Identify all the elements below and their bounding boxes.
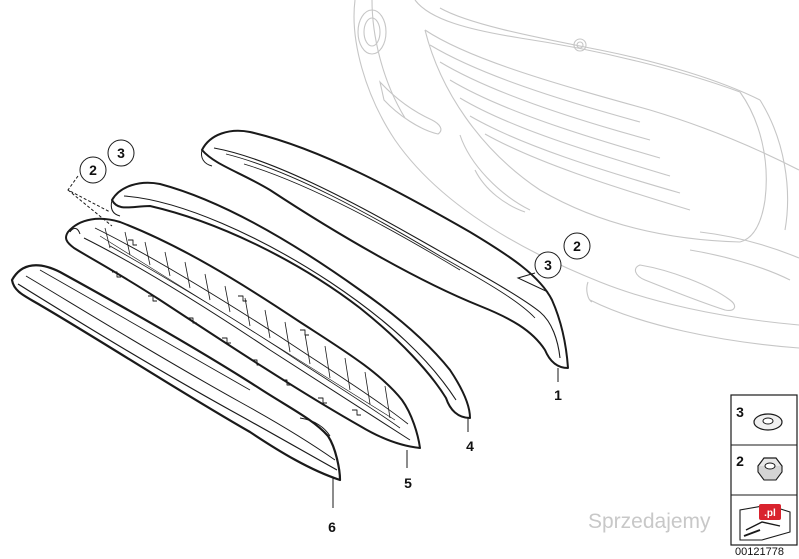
callout-part-5: 5: [404, 475, 412, 491]
grille-slats: [104, 227, 391, 419]
legend-number-washer: 3: [736, 404, 744, 420]
grille-clips: [112, 239, 361, 416]
fastener-legend: 3 2 .pl: [730, 394, 798, 546]
bubble-left-2: 3: [117, 145, 125, 161]
part-5-front-grille: [65, 217, 421, 449]
part-6-lower-trim-strip: [10, 264, 342, 482]
washer-icon: [753, 413, 783, 431]
watermark-badge-icon: [759, 504, 781, 520]
watermark-badge-text: .pl: [764, 508, 776, 519]
nut-icon: [757, 457, 783, 481]
leader-lines: [67, 175, 559, 508]
watermark-text: Sprzedajemy: [588, 510, 711, 533]
car-front-outline: [353, 0, 799, 349]
document-id: 00121778: [735, 546, 784, 558]
callout-part-6: 6: [328, 519, 336, 535]
legend-number-nut: 2: [736, 453, 744, 469]
bubble-right-1: 3: [544, 257, 552, 273]
bubbles-right: 3 2: [534, 232, 591, 279]
leader-left-fasteners: [67, 175, 113, 227]
bubble-right-2: 2: [573, 238, 581, 254]
bubble-left-1: 2: [89, 162, 97, 178]
callout-part-1: 1: [554, 387, 562, 403]
part-4-middle-trim-strip: [110, 181, 471, 419]
callout-part-4: 4: [466, 438, 474, 454]
bubbles-left: 2 3: [79, 139, 135, 184]
leader-right-fasteners: [516, 272, 549, 293]
part-1-upper-trim-strip: [201, 129, 569, 369]
